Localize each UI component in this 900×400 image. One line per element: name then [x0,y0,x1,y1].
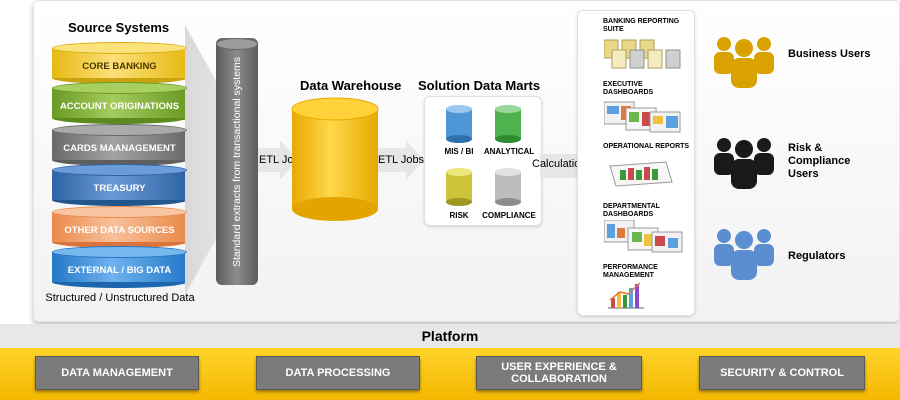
platform-title: Platform [421,328,479,344]
marts-title: Solution Data Marts [418,78,541,93]
report-dashboard-icon [604,101,681,133]
report-label: EXECUTIVE DASHBOARDS [603,81,654,96]
platform-user-experience: USER EXPERIENCE & COLLABORATION [476,356,642,390]
mart-label: RISK [449,211,469,220]
data-warehouse-cylinder [291,97,379,221]
mart-label: ANALYTICAL [483,147,535,156]
warehouse-title: Data Warehouse [300,78,402,93]
report-operational-icon [609,161,673,187]
user-label: Business Users [788,48,871,60]
mart-label: COMPLIANCE [482,211,536,220]
extract-bar-cap [216,38,258,50]
source-label: OTHER DATA SOURCES [64,224,175,236]
source-treasury: TREASURY [52,164,187,206]
source-label: CARDS MAANAGEMENT [63,142,176,154]
marts-box [424,96,542,226]
source-label: EXTERNAL / BIG DATA [67,264,172,276]
source-account-originations: ACCOUNT ORIGINATIONS [52,82,187,124]
report-documents-icon [604,39,681,69]
source-caption: Structured / Unstructured Data [45,292,195,304]
report-departmental-icon [604,220,683,253]
mart-analytical-icon [495,105,521,143]
report-label: PERFORMANCE MANAGEMENT [603,264,658,279]
etl-right-label: ETL Jobs [378,154,425,166]
mart-mis-bi-icon [446,105,472,143]
report-label: DEPARTMENTAL DASHBOARDS [603,203,660,218]
source-external-big-data: EXTERNAL / BIG DATA [52,246,187,288]
platform-title-strip [0,324,900,348]
extract-label: Standard extracts from transactional sys… [231,56,243,267]
source-label: ACCOUNT ORIGINATIONS [59,100,180,112]
extract-bar: Standard extracts from transactional sys… [216,38,258,285]
platform-data-processing: DATA PROCESSING [256,356,420,390]
platform-security-control: SECURITY & CONTROL [699,356,865,390]
platform-data-management: DATA MANAGEMENT [35,356,199,390]
mart-risk-icon [446,168,472,206]
source-core-banking: CORE BANKING [52,42,187,84]
user-label: Regulators [788,250,846,262]
source-label: TREASURY [93,182,146,194]
risk-compliance-users-icon [714,138,774,189]
etl-arrow-left [258,140,298,180]
report-label: BANKING REPORTING SUITE [603,18,680,33]
source-label: CORE BANKING [82,60,157,72]
source-systems-title: Source Systems [68,20,170,35]
report-performance-icon [608,282,644,309]
source-other-data-sources: OTHER DATA SOURCES [52,206,187,248]
source-cards-management: CARDS MAANAGEMENT [52,124,187,166]
user-label: Risk & Compliance Users [788,142,851,180]
business-users-icon [714,37,774,88]
mart-label: MIS / BI [444,147,474,156]
calculation-label: Calculation [532,158,587,170]
report-label: OPERATIONAL REPORTS [603,143,690,150]
etl-arrow-right [378,140,424,180]
mart-compliance-icon [495,168,521,206]
regulators-icon [714,229,774,280]
